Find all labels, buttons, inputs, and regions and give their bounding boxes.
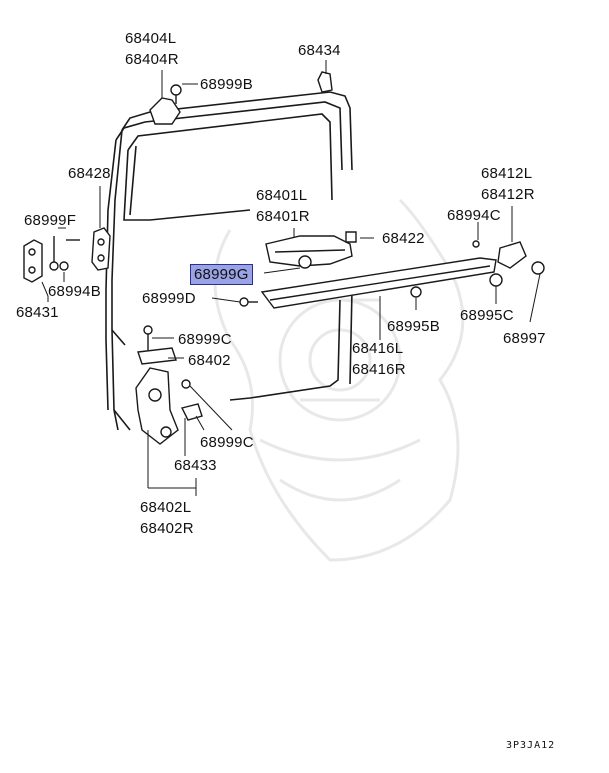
part-label: 68402R: [140, 520, 194, 537]
part-label: 68999B: [200, 76, 253, 93]
part-label: 68404L: [125, 30, 177, 47]
part-label: 68412R: [481, 186, 535, 203]
diagram-code: 3P3JA12: [506, 740, 556, 751]
part-label: 68994C: [447, 207, 501, 224]
part-label-highlighted[interactable]: 68999G: [190, 264, 253, 285]
part-label: 68404R: [125, 51, 179, 68]
part-label: 68999D: [142, 290, 196, 307]
part-label: 68999C: [178, 331, 232, 348]
door-frame: [105, 91, 353, 431]
left-bracket-parts: [23, 227, 111, 283]
lower-rail: [260, 240, 545, 309]
part-label: 68431: [16, 304, 59, 321]
part-label: 68999C: [200, 434, 254, 451]
part-label: 68999F: [24, 212, 77, 229]
part-label: 68997: [503, 330, 546, 347]
part-label: 68402: [188, 352, 231, 369]
part-label: 68995C: [460, 307, 514, 324]
part-label: 68402L: [140, 499, 192, 516]
watermark-emblem: [213, 198, 465, 562]
part-label: 68412L: [481, 165, 533, 182]
upper-hinge: [149, 71, 333, 125]
part-label: 68994B: [48, 283, 101, 300]
leader-lines: [41, 60, 541, 496]
lower-hinge: [135, 325, 203, 445]
part-label: 68416R: [352, 361, 406, 378]
part-label: 68422: [382, 230, 425, 247]
part-label: 68416L: [352, 340, 404, 357]
part-label: 68428: [68, 165, 111, 182]
part-label: 68995B: [387, 318, 440, 335]
part-label: 68401L: [256, 187, 308, 204]
part-label: 68433: [174, 457, 217, 474]
part-label: 68434: [298, 42, 341, 59]
center-hinge: [239, 231, 357, 307]
part-label: 68401R: [256, 208, 310, 225]
